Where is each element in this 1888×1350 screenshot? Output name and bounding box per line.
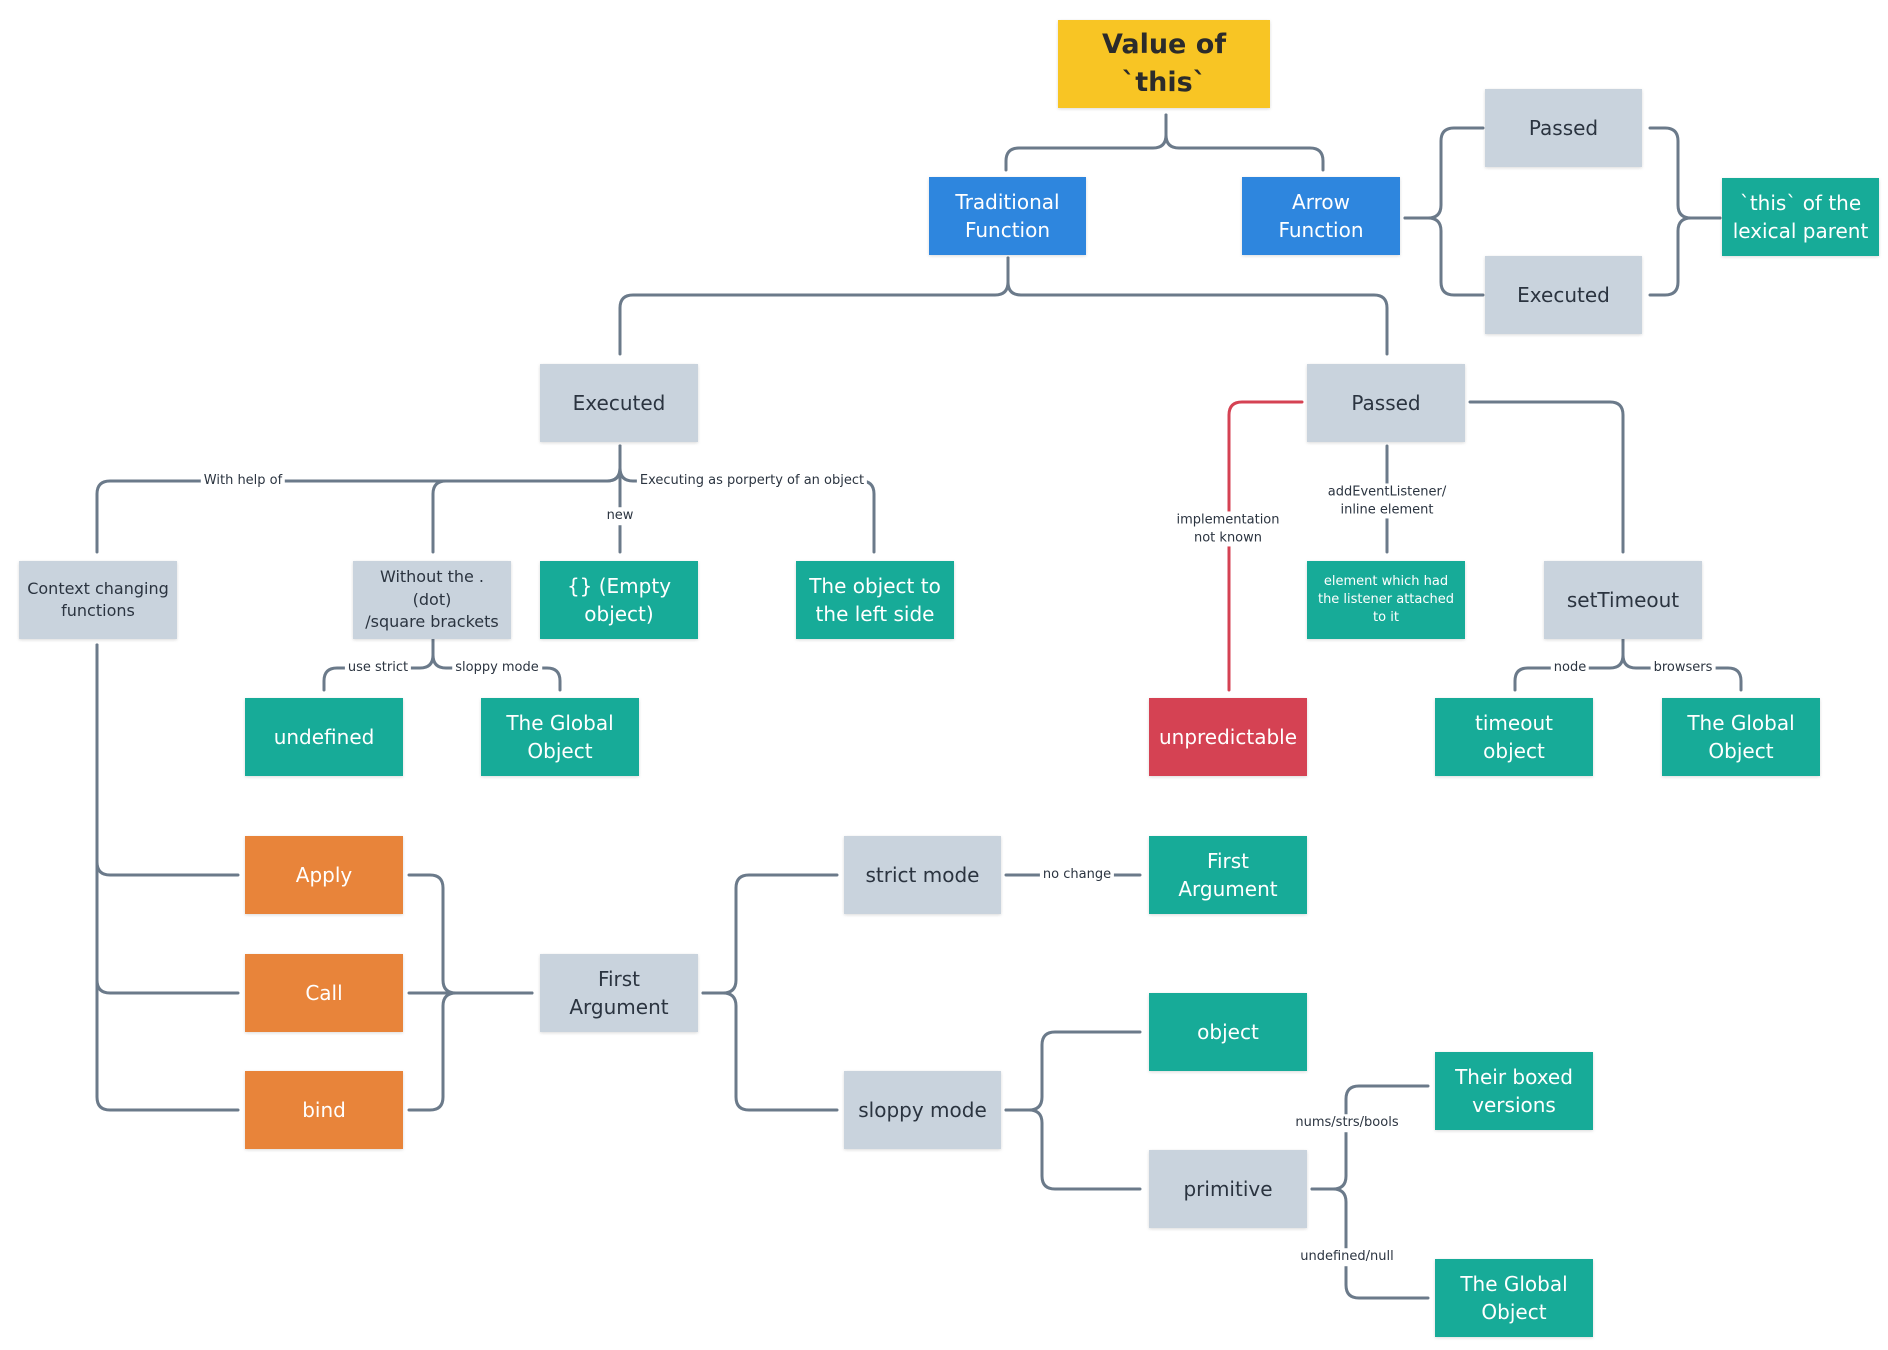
label-nums-strs-bools: nums/strs/bools xyxy=(1292,1114,1402,1132)
lexical-parent-node: `this` of the lexical parent xyxy=(1722,178,1879,256)
edge-bind-first-arg xyxy=(407,991,458,1112)
element-listener-node: element which had the listener attached … xyxy=(1307,561,1465,639)
edge-traditional-passed xyxy=(1006,256,1389,356)
edge-context-apply xyxy=(95,643,240,877)
label-undefined-null: undefined/null xyxy=(1297,1248,1397,1266)
edge-passed-lexical xyxy=(1648,126,1722,220)
label-browsers: browsers xyxy=(1650,659,1716,677)
edge-passed-settimeout xyxy=(1468,400,1625,554)
edge-arrow-executed xyxy=(1403,216,1485,297)
without-dot-node: Without the . (dot) /square brackets xyxy=(353,561,511,639)
edge-executed-context xyxy=(95,444,622,554)
traditional-passed-node: Passed xyxy=(1307,364,1465,442)
root-label: Value of `this` xyxy=(1101,29,1227,98)
traditional-function-node: Traditional Function xyxy=(929,177,1086,255)
edge-root-traditional xyxy=(1004,113,1168,172)
strict-mode-node: strict mode xyxy=(844,836,1001,914)
label-sloppy-mode-edge: sloppy mode xyxy=(452,659,542,677)
arrow-passed-node: Passed xyxy=(1485,89,1642,167)
sloppy-mode-node: sloppy mode xyxy=(844,1071,1001,1149)
label-new: new xyxy=(603,507,637,525)
edge-first-arg-sloppy xyxy=(701,991,839,1112)
edge-executed-object-left xyxy=(618,444,876,554)
edge-passed-unpredictable xyxy=(1227,400,1304,692)
object-left-side-node: The object to the left side xyxy=(796,561,954,639)
global-object-node-2: The Global Object xyxy=(1662,698,1820,776)
first-argument-teal-node: First Argument xyxy=(1149,836,1307,914)
edge-apply-first-arg xyxy=(407,873,534,995)
global-object-node-1: The Global Object xyxy=(481,698,639,776)
boxed-versions-node: Their boxed versions xyxy=(1435,1052,1593,1130)
traditional-executed-node: Executed xyxy=(540,364,698,442)
undefined-node: undefined xyxy=(245,698,403,776)
object-node: object xyxy=(1149,993,1307,1071)
unpredictable-node: unpredictable xyxy=(1149,698,1307,776)
root-node: Value of `this` xyxy=(1058,20,1270,108)
edge-arrow-passed xyxy=(1403,126,1485,220)
edge-primitive-boxed xyxy=(1310,1084,1430,1191)
edge-root-arrow xyxy=(1164,113,1325,172)
edge-context-call xyxy=(95,643,240,995)
label-use-strict: use strict xyxy=(344,659,412,677)
label-executing-as-property: Executing as porperty of an object xyxy=(636,472,868,490)
call-node: Call xyxy=(245,954,403,1032)
context-changing-node: Context changing functions xyxy=(19,561,177,639)
edge-first-arg-strict xyxy=(701,873,839,995)
timeout-object-node: timeout object xyxy=(1435,698,1593,776)
edge-executed-lexical xyxy=(1648,216,1722,297)
edge-sloppy-primitive xyxy=(1004,1108,1142,1191)
set-timeout-node: setTimeout xyxy=(1544,561,1702,639)
edge-traditional-executed xyxy=(618,256,1010,356)
arrow-function-node: Arrow Function xyxy=(1242,177,1400,255)
label-implementation-not-known: implementation not known xyxy=(1173,511,1283,547)
first-argument-gray-node: First Argument xyxy=(540,954,698,1032)
edge-sloppy-object xyxy=(1004,1030,1142,1112)
empty-object-node: {} (Empty object) xyxy=(540,561,698,639)
edge-context-bind xyxy=(95,643,240,1112)
label-add-event-listener: addEventListener/ inline element xyxy=(1324,483,1450,519)
edge-primitive-global xyxy=(1310,1187,1430,1300)
apply-node: Apply xyxy=(245,836,403,914)
label-with-help-of: With help of xyxy=(200,472,286,490)
bind-node: bind xyxy=(245,1071,403,1149)
label-node: node xyxy=(1550,659,1590,677)
label-no-change: no change xyxy=(1039,866,1115,884)
global-object-node-3: The Global Object xyxy=(1435,1259,1593,1337)
primitive-node: primitive xyxy=(1149,1150,1307,1228)
arrow-executed-node: Executed xyxy=(1485,256,1642,334)
edge-executed-without-dot xyxy=(431,444,622,554)
